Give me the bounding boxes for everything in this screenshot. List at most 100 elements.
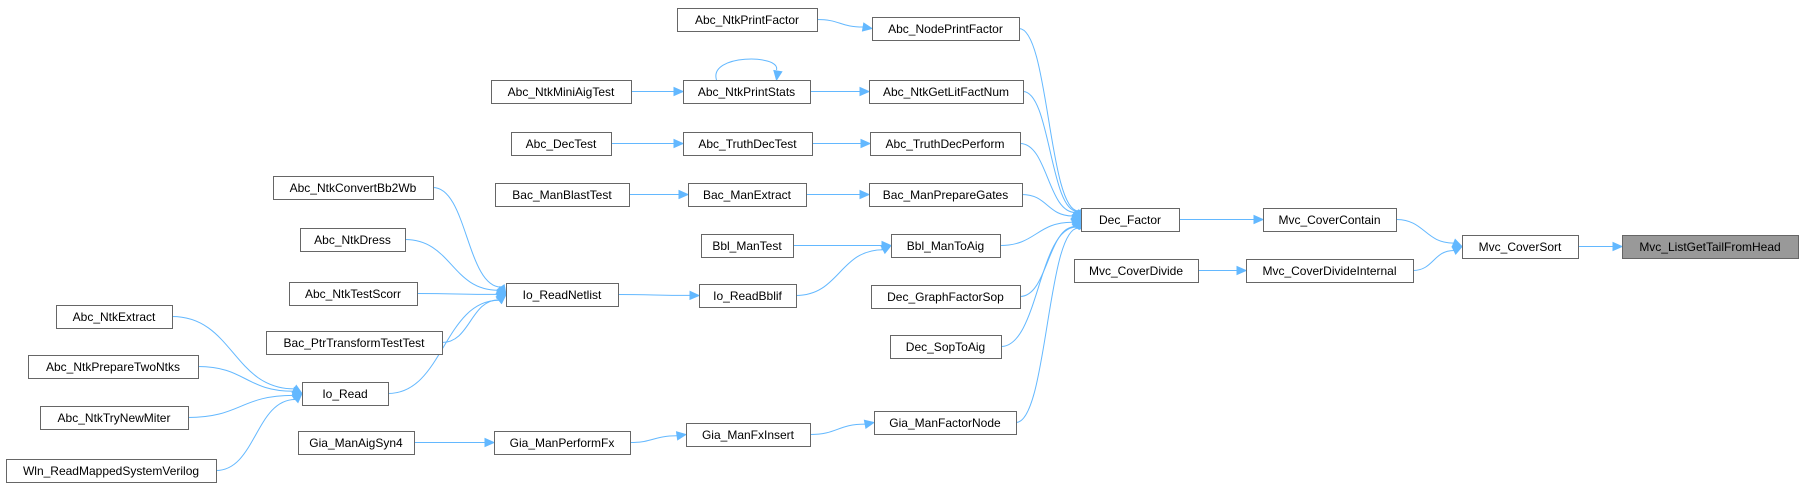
node-io-readbblif[interactable]: Io_ReadBblif [699,284,797,308]
node-box [1246,259,1414,283]
edge-arrowhead [675,431,688,441]
node-mvc-listgettailfromhead[interactable]: Mvc_ListGetTailFromHead [1622,235,1799,259]
node-gia-manfxinsert[interactable]: Gia_ManFxInsert [686,423,811,447]
edge-arrowhead [861,22,874,32]
node-box [1462,235,1579,259]
node-io-readnetlist[interactable]: Io_ReadNetlist [506,283,619,307]
node-box [495,183,630,207]
node-gia-manaigsyn4[interactable]: Gia_ManAigSyn4 [298,431,415,455]
edge-dec-factor-to-mvc-covercontain [1179,214,1265,225]
edge-abc-truthdectest-to-abc-truthdecperform [812,138,872,149]
node-label: Abc_NtkConvertBb2Wb [290,181,417,195]
edge-arrowhead [880,244,893,255]
node-box [300,228,406,252]
edge-line [795,249,884,296]
node-dec-graphfactorsop[interactable]: Dec_GraphFactorSop [871,285,1021,309]
node-wln-readmappedsystemverilog[interactable]: Wln_ReadMappedSystemVerilog [6,459,217,483]
edge-line [1412,249,1454,271]
node-abc-ntkminiaigtest[interactable]: Abc_NtkMiniAigTest [491,80,632,104]
edge-arrowhead [291,392,303,404]
edge-gia-manfxinsert-to-gia-manfactornode [809,419,876,435]
edge-line [1018,28,1079,212]
node-label: Gia_ManAigSyn4 [309,436,403,450]
node-box [506,283,619,307]
node-abc-ntkextract[interactable]: Abc_NtkExtract [56,305,173,329]
node-label: Abc_NtkExtract [73,310,156,324]
node-bbl-mantoaig[interactable]: Bbl_ManToAig [891,234,1001,258]
node-abc-ntkprintstats[interactable]: Abc_NtkPrintStats [683,80,811,104]
edge-io-readnetlist-to-io-readbblif [617,290,701,301]
edge-line [809,423,866,435]
node-mvc-coverdivide[interactable]: Mvc_CoverDivide [1074,259,1199,283]
node-gia-manfactornode[interactable]: Gia_ManFactorNode [874,411,1017,435]
edge-bac-manextract-to-bac-manpreparegates [806,189,871,200]
edge-arrowhead [1451,238,1464,248]
node-label: Abc_NtkPrepareTwoNtks [46,360,180,374]
node-label: Abc_NtkPrintFactor [695,13,799,27]
edge-line [1395,219,1454,244]
node-bac-manextract[interactable]: Bac_ManExtract [688,183,807,207]
node-abc-ntktrynewmiter[interactable]: Abc_NtkTryNewMiter [40,406,189,430]
node-box [1622,235,1799,259]
edge-mvc-coverdivideinternal-to-mvc-coversort [1412,245,1464,271]
node-label: Bbl_ManToAig [907,239,984,253]
node-dec-factor[interactable]: Dec_Factor [1081,208,1180,232]
edge-bac-manpreparegates-to-dec-factor [1021,194,1083,221]
node-label: Dec_Factor [1099,213,1161,227]
node-abc-dectest[interactable]: Abc_DecTest [511,132,612,156]
node-label: Abc_NtkTestScorr [305,287,401,301]
node-label: Abc_NtkDress [314,233,391,247]
node-abc-truthdecperform[interactable]: Abc_TruthDecPerform [870,132,1021,156]
edge-bbl-mantest-to-bbl-mantoaig [792,240,893,251]
node-label: Abc_TruthDecTest [698,137,797,151]
edge-line [1015,227,1079,423]
node-abc-ntkgetlitfactnum[interactable]: Abc_NtkGetLitFactNum [869,80,1024,104]
node-label: Abc_NtkMiniAigTest [508,85,615,99]
node-box [40,406,189,430]
node-box [494,431,631,455]
edge-bac-ptrtransformtesttest-to-io-readnetlist [441,293,507,343]
edge-layer [171,19,1624,471]
node-io-read[interactable]: Io_Read [302,382,389,406]
node-abc-ntktestscorr[interactable]: Abc_NtkTestScorr [289,282,418,306]
node-abc-ntkprintfactor[interactable]: Abc_NtkPrintFactor [677,8,818,32]
node-label: Mvc_CoverContain [1278,213,1380,227]
edge-line [1000,226,1077,347]
edge-mvc-coverdivide-to-mvc-coverdivideinternal [1197,265,1248,276]
node-bac-manblasttest[interactable]: Bac_ManBlastTest [495,183,630,207]
edge-arrowhead [773,69,783,82]
edge-arrowhead [863,419,876,429]
node-box [491,80,632,104]
node-mvc-covercontain[interactable]: Mvc_CoverContain [1263,208,1397,232]
edge-gia-manperformfx-to-gia-manfxinsert [629,431,688,443]
edge-arrowhead [859,189,871,200]
node-abc-ntkdress[interactable]: Abc_NtkDress [300,228,406,252]
edge-io-read-to-io-readnetlist [387,293,507,394]
node-abc-ntkconvertbb2wb[interactable]: Abc_NtkConvertBb2Wb [273,176,434,200]
edge-bac-manblasttest-to-bac-manextract [629,189,690,200]
node-bac-manpreparegates[interactable]: Bac_ManPrepareGates [869,183,1023,207]
node-label: Abc_NtkPrintStats [698,85,795,99]
edge-abc-nodeprintfactor-to-dec-factor [1018,28,1083,221]
node-box [289,282,418,306]
node-box [6,459,217,483]
node-mvc-coversort[interactable]: Mvc_CoverSort [1462,235,1579,259]
node-bac-ptrtransformtesttest[interactable]: Bac_PtrTransformTestTest [266,331,443,355]
node-bbl-mantest[interactable]: Bbl_ManTest [701,234,794,258]
node-label: Abc_DecTest [526,137,597,151]
edge-arrowhead [860,138,872,149]
node-abc-truthdectest[interactable]: Abc_TruthDecTest [683,132,813,156]
node-layer: Mvc_ListGetTailFromHeadMvc_CoverSortMvc_… [6,8,1799,483]
edge-line [187,394,294,418]
node-mvc-coverdivideinternal[interactable]: Mvc_CoverDivideInternal [1246,259,1414,283]
edge-mvc-covercontain-to-mvc-coversort [1395,219,1464,248]
node-box [266,331,443,355]
node-label: Bac_PtrTransformTestTest [284,336,426,350]
node-dec-soptoaig[interactable]: Dec_SopToAig [890,335,1002,359]
node-gia-manperformfx[interactable]: Gia_ManPerformFx [494,431,631,455]
edge-arrowhead [1612,241,1624,252]
edge-wln-readmappedsystemverilog-to-io-read [215,392,303,471]
node-abc-nodeprintfactor[interactable]: Abc_NodePrintFactor [872,17,1020,41]
node-abc-ntkpreparetwontks[interactable]: Abc_NtkPrepareTwoNtks [28,355,199,379]
node-box [1081,208,1180,232]
